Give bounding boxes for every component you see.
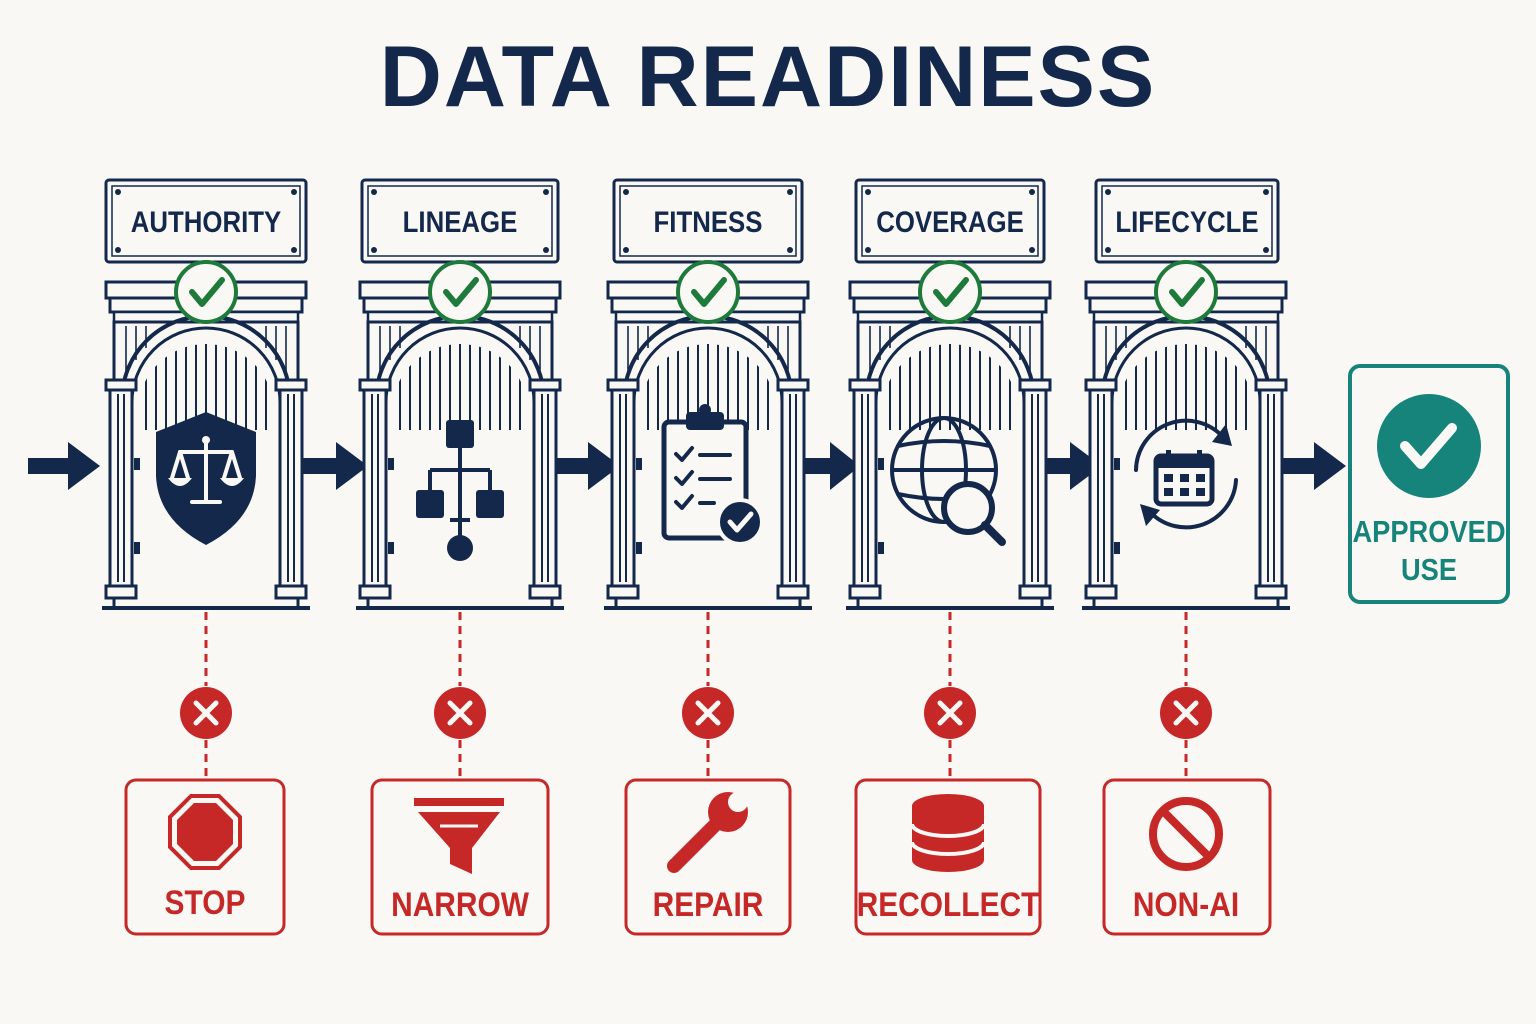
approved-use-card: APPROVED USE (1348, 364, 1510, 604)
failure-label: REPAIR (653, 885, 764, 923)
database-icon (910, 794, 986, 872)
gate-authority: AUTHORITY (102, 178, 310, 608)
failure-recollect: RECOLLECT (854, 612, 1042, 936)
failure-label: RECOLLECT (857, 885, 1040, 923)
x-circle-icon (682, 687, 734, 739)
check-circle-icon (676, 260, 740, 324)
gate-label: LINEAGE (403, 205, 518, 238)
gate-fitness: FITNESS (604, 178, 812, 608)
check-circle-icon (1377, 394, 1481, 498)
gate-sign: AUTHORITY (104, 178, 308, 264)
approved-label-line1: APPROVED (1352, 515, 1505, 549)
gate-sign: FITNESS (612, 178, 804, 264)
check-circle-icon (1154, 260, 1218, 324)
gate-sign: LINEAGE (360, 178, 560, 264)
failure-label: STOP (165, 883, 246, 921)
stop-sign-icon (168, 794, 242, 870)
gate-lifecycle: LIFECYCLE (1082, 178, 1290, 608)
flow-arrows (28, 442, 1346, 490)
check-circle-icon (918, 260, 982, 324)
flow-arrow-icon (802, 442, 860, 490)
check-circle-icon (174, 260, 238, 324)
gate-lineage: LINEAGE (356, 178, 564, 608)
flow-arrow-icon (302, 442, 368, 490)
approved-label-line2: USE (1401, 553, 1457, 587)
check-circle-icon (428, 260, 492, 324)
failure-narrow: NARROW (370, 612, 550, 936)
globe-search-icon (890, 416, 1006, 546)
prohibited-icon (1149, 797, 1223, 871)
flow-arrow-icon (556, 442, 620, 490)
gate-label: AUTHORITY (131, 205, 282, 238)
failure-repair: REPAIR (624, 612, 792, 936)
failure-stop: STOP (124, 612, 286, 936)
failure-label: NON-AI (1133, 885, 1239, 923)
x-circle-icon (1160, 687, 1212, 739)
failure-label: NARROW (391, 885, 530, 923)
gate-sign: COVERAGE (854, 178, 1046, 264)
gate-label: LIFECYCLE (1115, 205, 1258, 238)
x-circle-icon (434, 687, 486, 739)
flow-arrow-icon (1278, 442, 1346, 490)
gate-label: COVERAGE (876, 205, 1024, 238)
x-circle-icon (180, 687, 232, 739)
flow-arrow-icon (28, 442, 100, 490)
x-circle-icon (924, 687, 976, 739)
calendar-cycle-icon (1134, 418, 1238, 530)
page-title: DATA READINESS (379, 29, 1157, 125)
shield-scales-icon (156, 412, 256, 545)
failure-branches: STOP NARROW (124, 612, 1272, 936)
gate-sign: LIFECYCLE (1094, 178, 1280, 264)
gate-label: FITNESS (654, 205, 763, 238)
flow-arrow-icon (1040, 442, 1102, 490)
gate-coverage: COVERAGE (846, 178, 1054, 608)
funnel-icon (414, 798, 504, 874)
hierarchy-icon (416, 420, 504, 561)
failure-non-ai: NON-AI (1102, 612, 1272, 936)
wrench-icon (667, 786, 752, 873)
clipboard-checklist-icon (661, 404, 764, 546)
